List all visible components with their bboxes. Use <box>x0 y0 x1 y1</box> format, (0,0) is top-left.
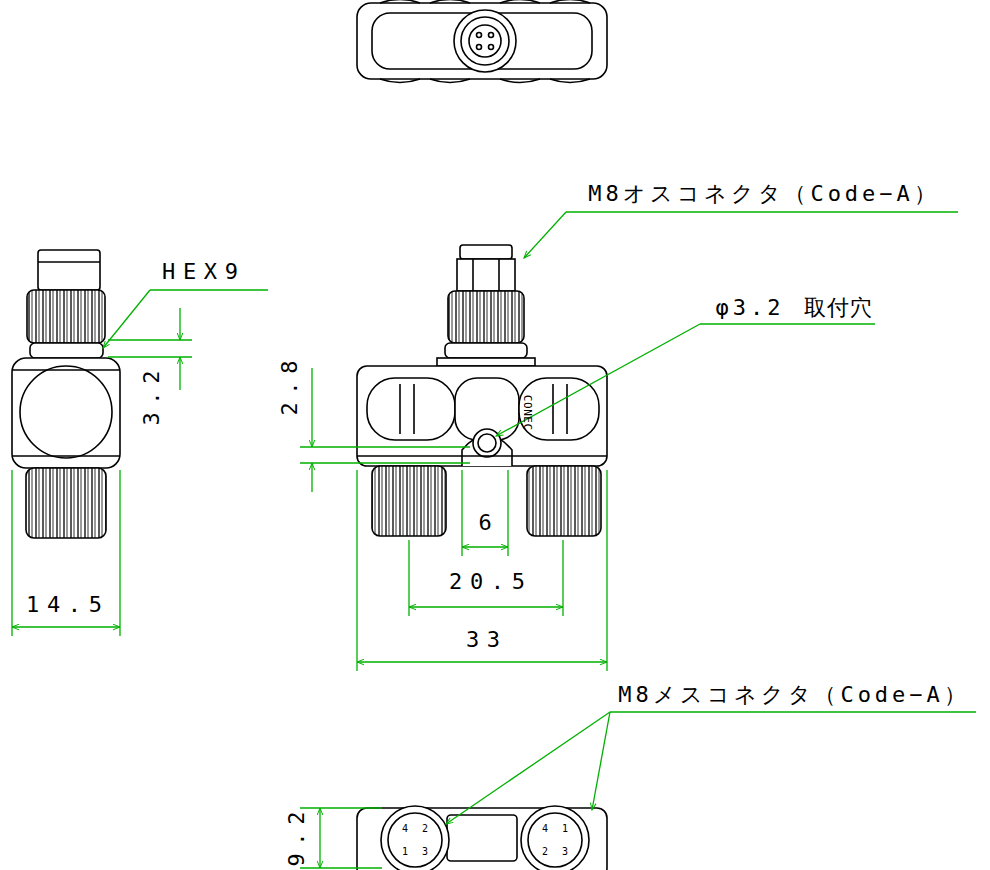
pin-number: 1 <box>402 847 408 857</box>
pin-number: 2 <box>542 847 548 857</box>
callout-text: M8メスコネクタ（Code−A） <box>614 684 969 706</box>
pin-number: 2 <box>422 824 428 834</box>
dimension-text: φ3.2 <box>712 297 785 319</box>
dimension-text: 14.5 <box>18 594 109 616</box>
dimension-text: 2.8 <box>279 353 301 424</box>
dimension-text: 20.5 <box>441 571 532 593</box>
pin-number: 3 <box>562 847 568 857</box>
dimension-text: 6 <box>478 512 491 534</box>
pin-number: 4 <box>542 824 548 834</box>
pin-number: 1 <box>562 824 568 834</box>
logo-text: CONEC <box>521 394 532 430</box>
callout-text: M8オスコネクタ（Code−A） <box>584 183 939 205</box>
pin-number: 3 <box>422 847 428 857</box>
callout-text: HEX9 <box>154 261 245 283</box>
callout-text: 取付穴 <box>803 297 873 319</box>
pin-number: 4 <box>402 824 408 834</box>
dimension-text: 9.2 <box>286 804 308 870</box>
dimension-text: 33 <box>458 629 508 651</box>
dimension-text: 3.2 <box>141 363 163 434</box>
